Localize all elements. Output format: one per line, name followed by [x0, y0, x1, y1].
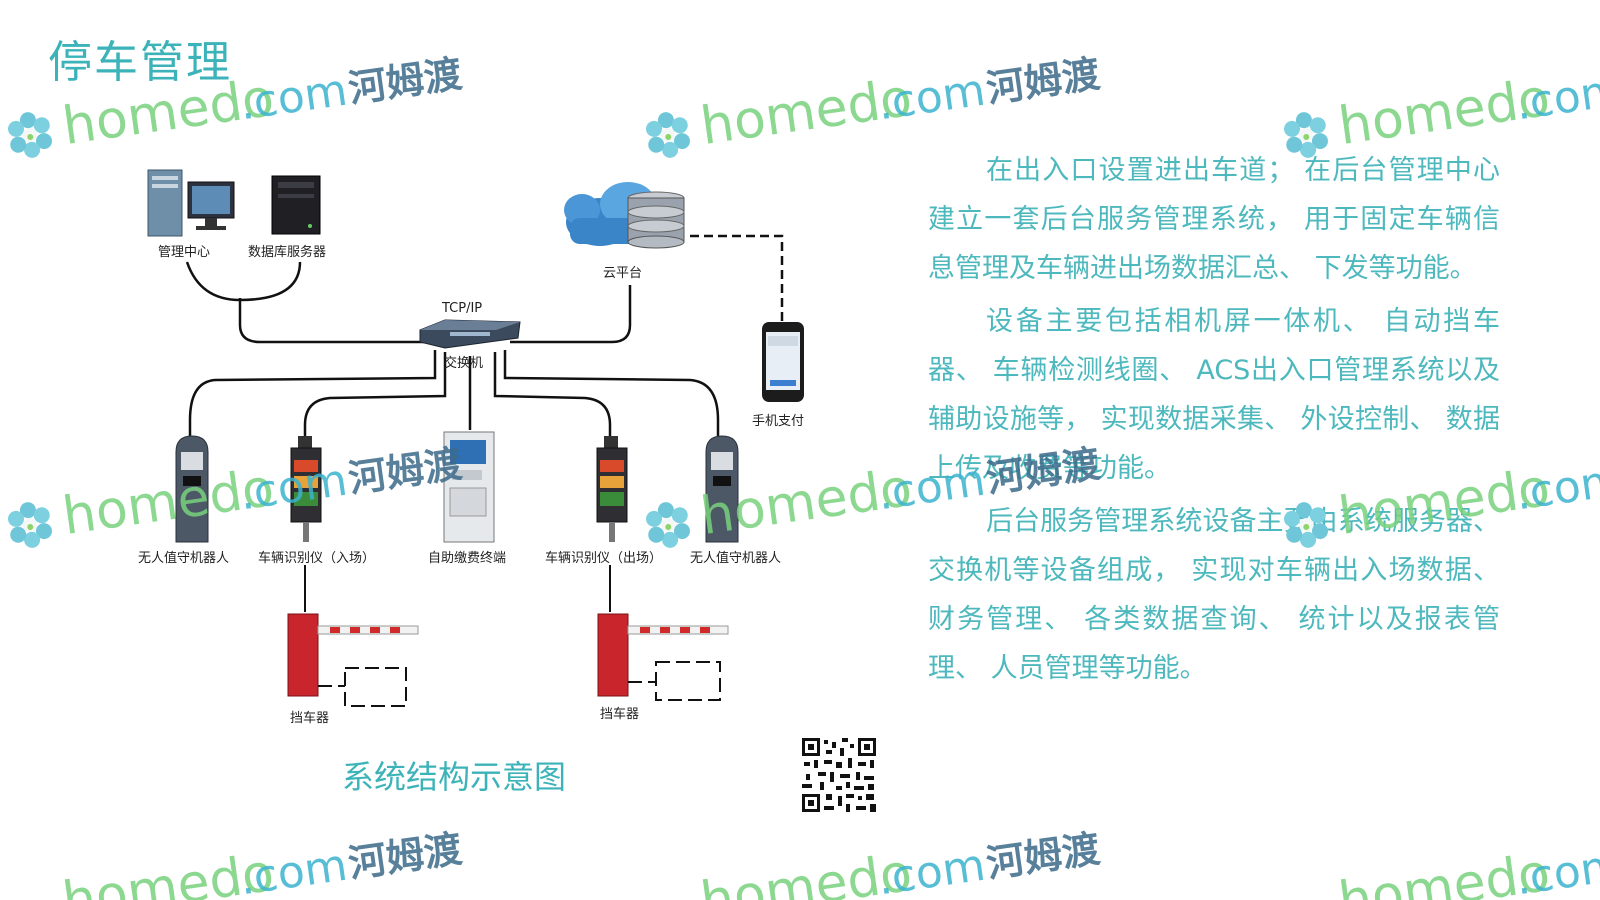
lpr-in-icon — [290, 436, 322, 542]
diagram-caption: 系统结构示意图 — [342, 758, 567, 796]
cloud-platform-icon — [564, 182, 685, 249]
qr-code-icon — [800, 736, 878, 814]
mobile-phone-icon — [762, 322, 804, 402]
description-text: 在出入口设置进出车道； 在后台管理中心建立一套后台服务管理系统， 用于固定车辆信… — [928, 146, 1500, 697]
robot-in-icon — [175, 435, 209, 543]
lpr-out-icon — [596, 436, 628, 542]
robot-out-icon — [705, 435, 739, 543]
mobile-pay-label: 手机支付 — [752, 414, 804, 429]
kiosk-icon — [443, 431, 495, 543]
switch-icon — [419, 319, 521, 349]
svg-text:.com: .com — [236, 840, 350, 900]
system-architecture-diagram: 管理中心 数据库服务器 云平台 TCP/IP 交换机 手机支付 — [138, 169, 804, 726]
db-server-label: 数据库服务器 — [248, 244, 326, 260]
cable-lpr-out — [493, 352, 612, 440]
svg-text:homedo: homedo — [1335, 843, 1554, 900]
description-paragraph-1: 在出入口设置进出车道； 在后台管理中心建立一套后台服务管理系统， 用于固定车辆信… — [928, 155, 1500, 284]
cable-lpr-in — [303, 352, 447, 440]
svg-text:homedo: homedo — [697, 843, 916, 900]
cable-servers-join — [185, 261, 302, 302]
svg-text:homedo: homedo — [59, 843, 278, 900]
db-server-icon — [271, 175, 321, 235]
cable-servers-switch — [238, 298, 425, 344]
lpr-in-label: 车辆识别仪（入场） — [258, 550, 375, 566]
robot-in-label: 无人值守机器人 — [138, 550, 229, 566]
watermark-9: homedo.com — [1335, 840, 1600, 900]
cable-cloud-mobile — [690, 234, 784, 322]
mgmt-center-label: 管理中心 — [158, 245, 210, 260]
barrier-in-label: 挡车器 — [290, 710, 329, 726]
cloud-label: 云平台 — [603, 266, 642, 281]
description-paragraph-3: 后台服务管理系统设备主要由系统服务器、 交换机等设备组成， 实现对车辆出入场数据… — [928, 506, 1500, 684]
barrier-in-icon — [287, 613, 419, 707]
kiosk-label: 自助缴费终端 — [428, 550, 506, 566]
svg-text:河姆渡: 河姆渡 — [984, 52, 1103, 111]
svg-text:.com: .com — [1512, 840, 1600, 900]
svg-text:河姆渡: 河姆渡 — [346, 827, 465, 886]
cable-robot-out — [503, 350, 720, 436]
barrier-out-label: 挡车器 — [600, 706, 639, 722]
mgmt-center-icon — [147, 169, 235, 237]
svg-text:河姆渡: 河姆渡 — [984, 827, 1103, 886]
switch-label: 交换机 — [444, 355, 483, 371]
cable-robot-in — [188, 350, 437, 436]
barrier-out-icon — [597, 613, 729, 701]
description-paragraph-2: 设备主要包括相机屏一体机、 自动挡车器、 车辆检测线圈、 ACS出入口管理系统以… — [928, 306, 1500, 484]
page-title: 停车管理 — [48, 37, 232, 88]
svg-text:.com: .com — [874, 840, 988, 900]
lpr-out-label: 车辆识别仪（出场） — [545, 550, 662, 566]
svg-text:homedo: homedo — [1335, 68, 1554, 157]
svg-text:.com: .com — [1512, 65, 1600, 131]
svg-text:.com: .com — [1512, 455, 1600, 521]
network-cables — [185, 261, 720, 440]
cable-cloud-switch — [510, 285, 632, 344]
protocol-label: TCP/IP — [441, 301, 482, 316]
robot-out-label: 无人值守机器人 — [690, 550, 781, 566]
